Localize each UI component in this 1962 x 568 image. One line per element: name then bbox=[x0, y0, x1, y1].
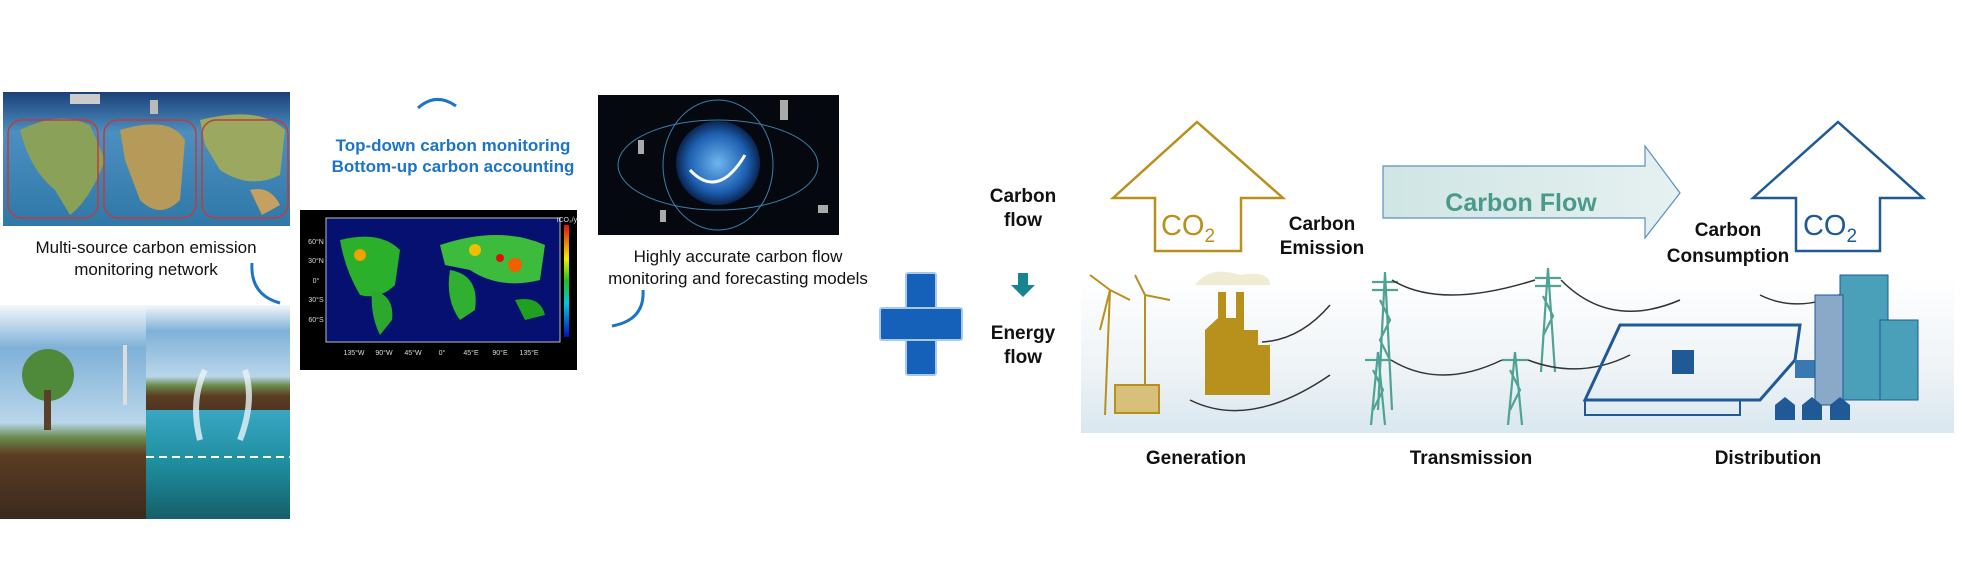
lon-tick: 135°W bbox=[343, 349, 364, 357]
lat-tick: 30°S bbox=[308, 296, 324, 304]
carbon-flow-arrow-label: Carbon Flow bbox=[1445, 189, 1597, 217]
lon-tick: 90°W bbox=[375, 349, 393, 357]
lon-tick: 90°E bbox=[492, 349, 508, 357]
lon-tick: 135°E bbox=[519, 349, 538, 357]
co2-consumption-label: CO2 bbox=[1803, 210, 1857, 247]
carbon-consumption-line1: Carbon bbox=[1695, 220, 1762, 241]
stage-generation: Generation bbox=[1146, 448, 1246, 469]
energy-flow-label-line2: flow bbox=[1004, 347, 1042, 368]
power-line bbox=[1527, 354, 1631, 370]
network-caption-line2: monitoring network bbox=[74, 260, 218, 279]
cycle-arrow-icon bbox=[250, 262, 281, 305]
carbon-cycle-image bbox=[0, 305, 290, 519]
co2-emission-arrow-icon bbox=[1109, 120, 1287, 253]
carbon-flow-label-line1: Carbon bbox=[990, 186, 1057, 207]
lat-tick: 60°N bbox=[308, 238, 324, 246]
co2-emission-label: CO2 bbox=[1161, 210, 1215, 247]
carbon-emission-line2: Emission bbox=[1280, 238, 1364, 259]
carbon-consumption-line2: Consumption bbox=[1667, 246, 1789, 267]
carbon-flow-arrow-icon bbox=[1382, 144, 1681, 240]
lon-tick: 45°W bbox=[404, 349, 422, 357]
stage-transmission: Transmission bbox=[1410, 448, 1533, 469]
carbon-flow-label-line2: flow bbox=[1004, 210, 1042, 231]
power-line bbox=[1261, 304, 1331, 343]
models-caption-line2: monitoring and forecasting models bbox=[608, 269, 868, 288]
colorbar bbox=[564, 225, 569, 337]
lat-tick: 0° bbox=[313, 277, 320, 285]
carbon-emission-line1: Carbon bbox=[1289, 214, 1356, 235]
power-line bbox=[1560, 279, 1681, 312]
colorbar-label: tCO₂/yr bbox=[557, 217, 581, 224]
distribution-illustration bbox=[1582, 274, 1919, 420]
energy-flow-label-line1: Energy bbox=[991, 323, 1056, 344]
arrow-down-icon bbox=[1011, 273, 1035, 297]
plus-icon bbox=[879, 272, 963, 376]
power-line bbox=[1189, 374, 1331, 412]
power-line bbox=[1391, 279, 1536, 296]
stage-distribution: Distribution bbox=[1715, 448, 1822, 469]
generation-illustration bbox=[1089, 271, 1270, 416]
lon-tick: 45°E bbox=[463, 349, 479, 357]
lat-tick: 60°S bbox=[308, 316, 324, 324]
lon-tick: 0° bbox=[439, 349, 446, 357]
co2-consumption-arrow-icon bbox=[1749, 120, 1927, 253]
models-caption-line1: Highly accurate carbon flow bbox=[634, 247, 844, 266]
cycle-arrow-icon bbox=[611, 289, 645, 328]
emission-heat-map: tCO₂/yr 60°N 30°N 0° 30°S 60°S 135°W 90°… bbox=[300, 210, 580, 370]
cycle-arrow-icon bbox=[417, 98, 457, 110]
lat-tick: 30°N bbox=[308, 257, 324, 265]
bottom-up-text: Bottom-up carbon accounting bbox=[332, 157, 575, 176]
network-caption-line1: Multi-source carbon emission bbox=[35, 238, 256, 257]
globe-satellite-image bbox=[598, 95, 839, 235]
top-down-text: Top-down carbon monitoring bbox=[336, 136, 571, 155]
power-line bbox=[1390, 359, 1503, 376]
transmission-towers bbox=[1365, 267, 1561, 426]
monitoring-network-image bbox=[3, 92, 290, 226]
